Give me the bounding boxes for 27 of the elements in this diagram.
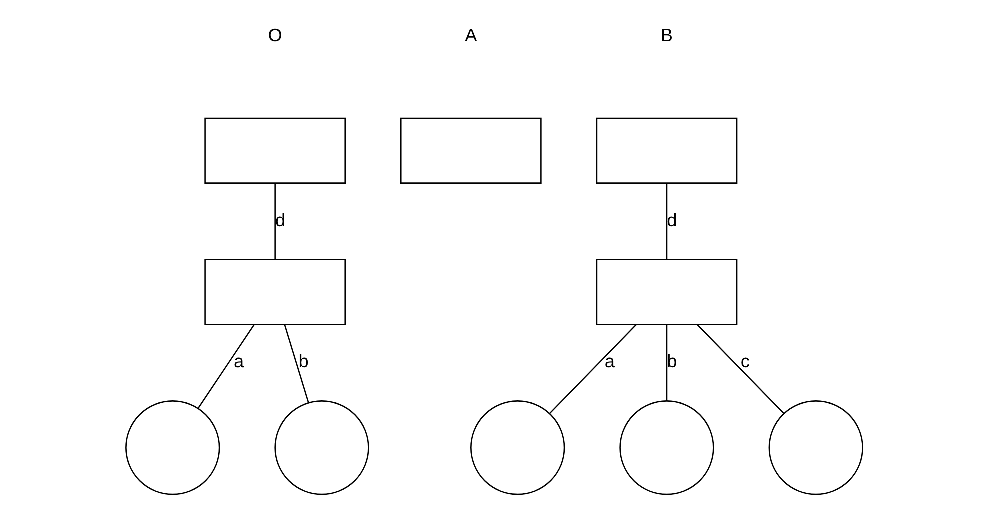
edge-label: b bbox=[298, 352, 308, 372]
connector bbox=[198, 324, 254, 409]
node-circle bbox=[619, 400, 714, 496]
node-circle bbox=[470, 400, 565, 496]
connector bbox=[548, 324, 636, 414]
edge-label: c bbox=[740, 352, 750, 372]
node-circle bbox=[768, 400, 863, 496]
connector bbox=[666, 183, 668, 260]
connector bbox=[666, 324, 668, 401]
edge-label: a bbox=[604, 352, 614, 372]
node-box bbox=[400, 118, 542, 184]
node-circle bbox=[274, 400, 369, 496]
connector bbox=[284, 324, 309, 404]
label: O bbox=[268, 26, 282, 46]
edge-label: d bbox=[274, 210, 286, 230]
label: A bbox=[464, 26, 477, 46]
node-box bbox=[596, 259, 738, 326]
node-box bbox=[204, 118, 346, 184]
edge-label: a bbox=[233, 352, 244, 372]
label: B bbox=[660, 26, 673, 46]
edge-label: b bbox=[666, 352, 677, 372]
node-circle bbox=[125, 400, 220, 496]
edge-label: d bbox=[666, 210, 677, 230]
connector bbox=[274, 183, 276, 260]
connector bbox=[696, 324, 784, 414]
node-box bbox=[596, 118, 738, 184]
node-box bbox=[204, 259, 346, 326]
